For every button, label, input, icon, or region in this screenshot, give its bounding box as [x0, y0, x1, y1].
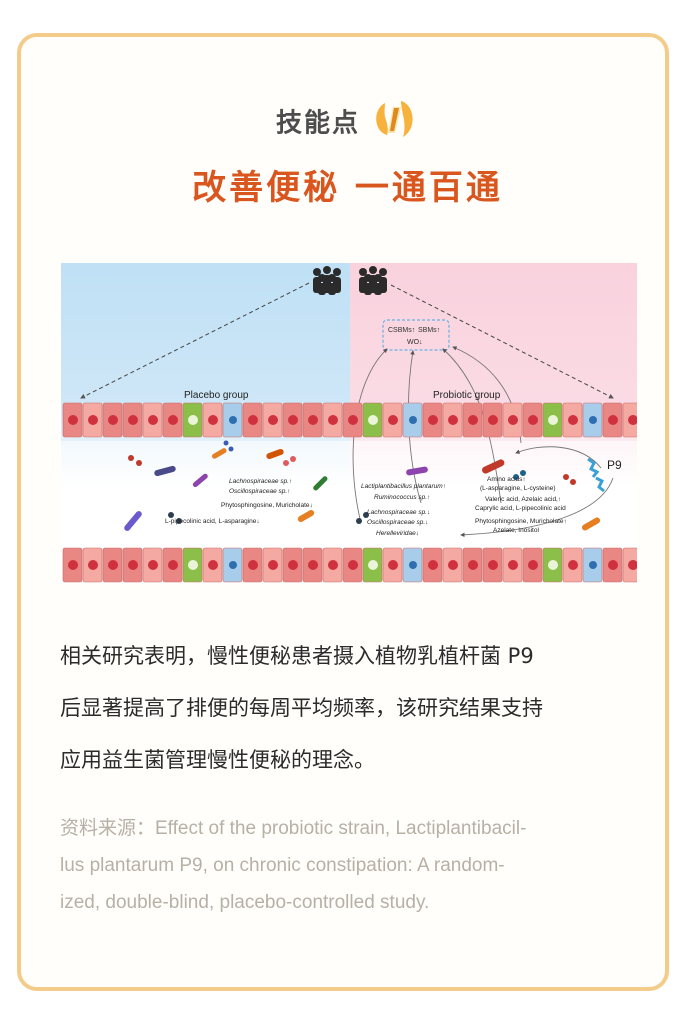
- metric-sbm: SBMs↑: [418, 327, 440, 334]
- skill-heading: 技能点: [0, 97, 695, 145]
- placebo-annotations: Lachnospiraceae sp.↑ Oscillospiraceae sp…: [165, 478, 313, 525]
- probiotic-line: Lachnospiraceae sp.↓: [367, 509, 430, 516]
- probiotic-line: Valeric acid, Azelaic acid,↑: [485, 496, 561, 503]
- people-group-icon: [313, 266, 341, 295]
- placebo-group-label: Placebo group: [184, 390, 249, 401]
- metric-wo: WO↓: [407, 339, 423, 346]
- skill-label: 技能点: [275, 108, 360, 139]
- arrow-to-placebo: [80, 282, 310, 399]
- page-title: 改善便秘 一通百通: [192, 168, 503, 208]
- body-paragraph: 相关研究表明，慢性便秘患者摄入植物乳植杆菌 P9 后显著提高了排便的每周平均频率…: [60, 630, 640, 786]
- epithelium-bottom: [62, 547, 643, 583]
- placebo-line: Phytosphingosine, Muricholate↓: [221, 502, 313, 509]
- number-one-badge-icon: [371, 97, 419, 145]
- epithelium-top: [62, 402, 643, 438]
- body-line: 相关研究表明，慢性便秘患者摄入植物乳植杆菌 P9: [60, 644, 534, 668]
- placebo-line: Lachnospiraceae sp.↑: [229, 478, 292, 485]
- source-line: 资料来源：Effect of the probiotic strain, Lac…: [60, 818, 527, 839]
- probiotic-line: (L-asparagine, L-cysteine): [480, 485, 556, 492]
- probiotic-line: Phytosphingosine, Muricholate↑: [475, 518, 567, 525]
- probiotic-group-label: Probiotic group: [433, 390, 501, 401]
- probiotic-right-annotations: Amino acids↑ (L-asparagine, L-cysteine) …: [475, 476, 567, 534]
- probiotic-line: Ruminococcus sp.↑: [374, 494, 430, 501]
- metrics-box: [382, 319, 450, 351]
- study-figure: CSBMs↑ SBMs↑ WO↓ Placebo group Probiotic…: [61, 263, 643, 585]
- microbes-decoration: [124, 440, 605, 531]
- probiotic-left-annotations: Lactiplantibacillus plantarum↑ Ruminococ…: [361, 483, 446, 537]
- probiotic-line: Caprylic acid, L-pipecolinic acid: [475, 505, 566, 512]
- probiotic-line: Herelleviridae↓: [376, 530, 419, 537]
- source-line: ized, double-blind, placebo-controlled s…: [60, 892, 430, 913]
- source-citation: 资料来源：Effect of the probiotic strain, Lac…: [60, 810, 640, 921]
- body-line: 后显著提高了排便的每周平均频率，该研究结果支持: [60, 696, 543, 720]
- placebo-line: Oscillospiraceae sp.↑: [229, 488, 290, 495]
- probiotic-line: Oscillospiraceae sp.↓: [367, 519, 428, 526]
- probiotic-line: Lactiplantibacillus plantarum↑: [361, 483, 446, 490]
- probiotic-line: Azelate, Inositol: [493, 527, 539, 534]
- source-line: lus plantarum P9, on chronic constipatio…: [60, 855, 505, 876]
- people-group-icon: [359, 266, 387, 295]
- strain-label: P9: [607, 458, 622, 472]
- metric-csbm: CSBMs↑: [388, 327, 415, 334]
- body-line: 应用益生菌管理慢性便秘的理念。: [60, 748, 375, 772]
- probiotic-line: Amino acids↑: [487, 476, 526, 483]
- placebo-line: L-pipecolinic acid, L-asparagine↓: [165, 518, 260, 525]
